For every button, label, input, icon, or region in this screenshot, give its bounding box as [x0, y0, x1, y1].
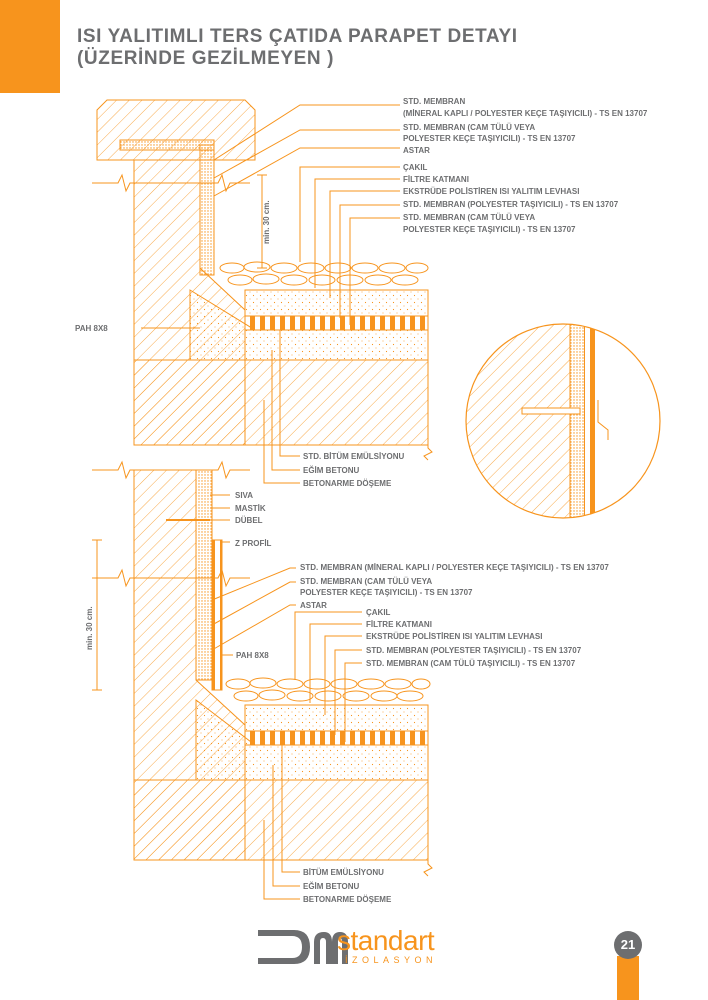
label-bottom-dubel: DÜBEL	[235, 516, 263, 525]
accent-bar	[0, 0, 60, 93]
label-bottom-b2: EĞİM BETONU	[303, 882, 360, 891]
label-top-2: (MİNERAL KAPLI / POLYESTER KEÇE TAŞIYICI…	[403, 109, 648, 118]
label-top-3: STD. MEMBRAN (CAM TÜLÜ VEYA	[403, 123, 535, 132]
detail-magnifier	[465, 323, 661, 519]
label-bottom-4: ASTAR	[300, 601, 327, 610]
page-number: 21	[614, 931, 642, 959]
lower-gravel	[225, 677, 431, 702]
label-top-5: ASTAR	[403, 146, 430, 155]
label-bottom-8: STD. MEMBRAN (POLYESTER TAŞIYICILI) - TS…	[366, 646, 582, 655]
label-top-b2: EĞİM BETONU	[303, 466, 360, 475]
lower-xps	[244, 704, 429, 732]
dim-top: min. 30 cm.	[262, 200, 271, 244]
label-bottom-mastik: MASTİK	[235, 504, 266, 513]
label-bottom-9: STD. MEMBRAN (CAM TÜLÜ TAŞIYICILI) - TS …	[366, 659, 576, 668]
brand-subtitle: İZOLASYON	[345, 955, 438, 965]
label-top-b3: BETONARME DÖŞEME	[303, 479, 392, 488]
brand-logo-mark	[258, 930, 348, 964]
bottom-labels: SIVA MASTİK DÜBEL Z PROFİL STD. MEMBRAN …	[85, 491, 609, 904]
label-top-11: POLYESTER KEÇE TAŞIYICILI) - TS EN 13707	[403, 225, 576, 234]
gravel	[219, 261, 429, 286]
label-bottom-zprofil: Z PROFİL	[235, 539, 272, 548]
label-top-pah: PAH 8X8	[75, 324, 108, 333]
label-bottom-1: STD. MEMBRAN (MİNERAL KAPLI / POLYESTER …	[300, 563, 609, 572]
label-bottom-2: STD. MEMBRAN (CAM TÜLÜ VEYA	[300, 577, 432, 586]
page-accent-bar	[617, 956, 639, 1000]
xps-board	[244, 289, 429, 317]
label-top-4: POLYESTER KEÇE TAŞIYICILI) - TS EN 13707	[403, 134, 576, 143]
label-top-7: FİLTRE KATMANI	[403, 175, 469, 184]
page-title: ISI YALITIMLI TERS ÇATIDA PARAPET DETAYI…	[77, 26, 518, 70]
label-top-10: STD. MEMBRAN (CAM TÜLÜ VEYA	[403, 213, 535, 222]
label-bottom-siva: SIVA	[235, 491, 253, 500]
title-line-2: (ÜZERİNDE GEZİLMEYEN )	[77, 48, 335, 69]
lower-slab	[133, 779, 429, 861]
label-bottom-7: EKSTRÜDE POLİSTİREN ISI YALITIM LEVHASI	[366, 632, 542, 641]
bottom-detail	[92, 460, 433, 900]
label-bottom-b3: BETONARME DÖŞEME	[303, 895, 392, 904]
top-labels: STD. MEMBRAN (MİNERAL KAPLI / POLYESTER …	[75, 97, 648, 488]
label-top-9: STD. MEMBRAN (POLYESTER TAŞIYICILI) - TS…	[403, 200, 619, 209]
label-top-b1: STD. BİTÜM EMÜLSİYONU	[303, 452, 405, 461]
label-bottom-3: POLYESTER KEÇE TAŞIYICILI) - TS EN 13707	[300, 588, 473, 597]
coping-cap	[96, 99, 256, 161]
label-bottom-b1: BİTÜM EMÜLSİYONU	[303, 868, 384, 877]
label-top-6: ÇAKIL	[403, 163, 428, 172]
label-bottom-5: ÇAKIL	[366, 608, 391, 617]
dim-bottom: min. 30 cm.	[85, 606, 94, 650]
top-detail	[92, 99, 433, 484]
screed	[189, 289, 429, 361]
label-bottom-6: FİLTRE KATMANI	[366, 620, 432, 629]
label-bottom-pah: PAH 8X8	[236, 651, 269, 660]
structural-slab	[133, 359, 429, 446]
brand-name: standart	[337, 925, 435, 956]
label-top-8: EKSTRÜDE POLİSTİREN ISI YALITIM LEVHASI	[403, 187, 579, 196]
title-line-1: ISI YALITIMLI TERS ÇATIDA PARAPET DETAYI	[77, 26, 518, 47]
label-top-1: STD. MEMBRAN	[403, 97, 465, 106]
